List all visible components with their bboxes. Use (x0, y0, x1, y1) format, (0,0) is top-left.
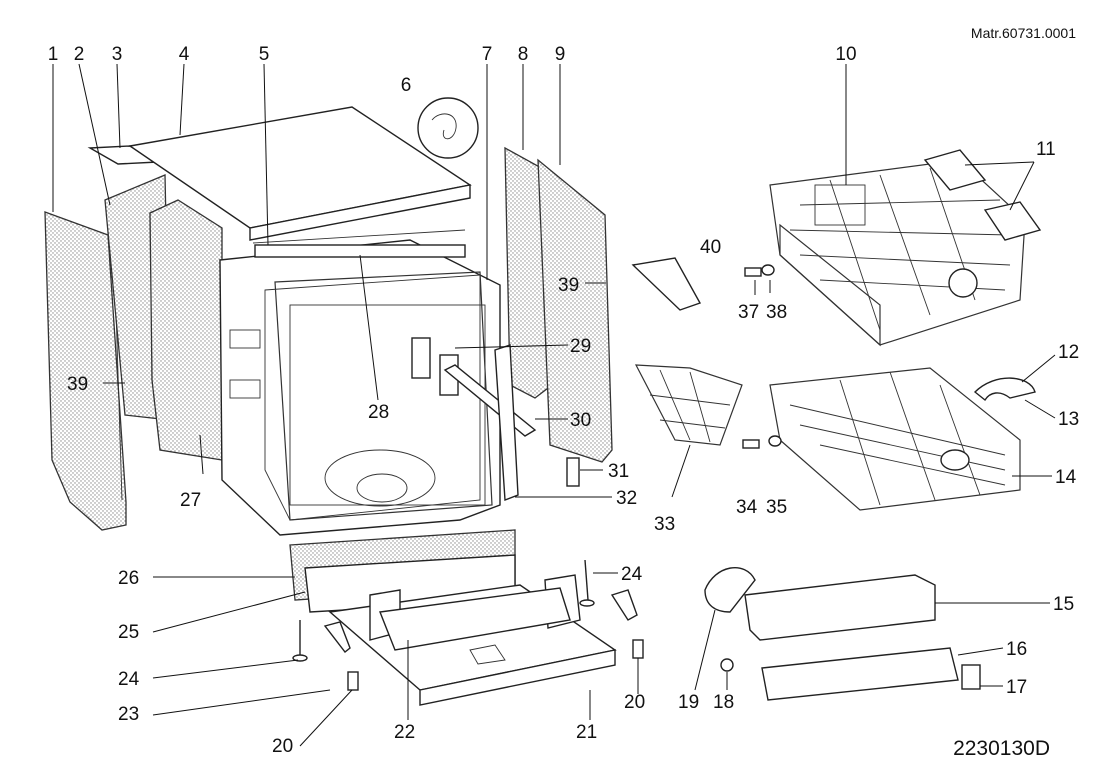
label-33: 33 (654, 514, 675, 535)
door-seal-7 (274, 271, 493, 521)
nut-18 (720, 658, 734, 672)
label-4: 4 (179, 44, 190, 65)
label-39-right: 39 (558, 275, 579, 296)
cup-rack-11 (923, 149, 1042, 241)
wheel-35 (768, 435, 782, 447)
cutlery-tray-40 (631, 257, 702, 311)
label-12: 12 (1058, 342, 1079, 363)
cutlery-basket-33 (634, 364, 743, 446)
material-number: Matr.60731.0001 (971, 25, 1076, 41)
label-31: 31 (608, 461, 629, 482)
label-32: 32 (616, 488, 637, 509)
handle-19 (704, 567, 756, 613)
label-24-left: 24 (118, 669, 140, 690)
foot-screw-24-right (579, 559, 595, 607)
rail-cover-15 (744, 574, 936, 641)
foot-20-left (347, 671, 359, 691)
label-27: 27 (180, 490, 201, 511)
worktop-4 (128, 106, 472, 241)
label-40: 40 (700, 237, 721, 258)
lower-basket-14 (769, 367, 1021, 511)
label-2: 2 (74, 44, 85, 65)
foot-20-right (632, 639, 644, 659)
label-35: 35 (766, 497, 787, 518)
label-21: 21 (576, 722, 597, 743)
label-20-right: 20 (624, 692, 645, 713)
drawing-code: 2230130D (953, 737, 1050, 760)
label-38: 38 (766, 302, 787, 323)
upper-basket-10 (769, 159, 1026, 347)
label-20-left: 20 (272, 736, 293, 757)
leader-lines (52, 63, 1056, 747)
side-panel-right-9 (537, 158, 613, 463)
label-9: 9 (555, 44, 566, 65)
label-10: 10 (835, 44, 856, 65)
label-8: 8 (518, 44, 529, 65)
label-29: 29 (570, 336, 591, 357)
label-19: 19 (678, 692, 699, 713)
label-26: 26 (118, 568, 139, 589)
label-24-right: 24 (621, 564, 643, 585)
label-23: 23 (118, 704, 139, 725)
bracket-23-left (323, 621, 351, 653)
label-1: 1 (48, 44, 59, 65)
label-14: 14 (1055, 467, 1077, 488)
label-11: 11 (1036, 139, 1056, 160)
label-18: 18 (713, 692, 734, 713)
label-16: 16 (1006, 639, 1027, 660)
wheel-38 (761, 264, 775, 276)
label-15: 15 (1053, 594, 1074, 615)
axle-37 (744, 267, 762, 277)
inner-door-22 (369, 574, 581, 651)
label-28: 28 (368, 402, 389, 423)
label-5: 5 (259, 44, 270, 65)
axle-34 (742, 439, 760, 449)
side-panel-left-outer (44, 211, 127, 531)
wheel-guard-12-13 (973, 377, 1036, 402)
tub-body (219, 229, 501, 536)
label-3: 3 (112, 44, 123, 65)
bracket-23-right (610, 589, 638, 621)
label-39-left: 39 (67, 374, 88, 395)
rail-16 (761, 647, 959, 701)
clip-31 (566, 457, 580, 487)
label-37: 37 (738, 302, 759, 323)
part-number-labels: 1 2 3 4 5 6 7 8 9 10 11 39 40 37 38 29 1… (48, 44, 1079, 757)
label-22: 22 (394, 722, 415, 743)
label-13: 13 (1058, 409, 1079, 430)
label-6: 6 (401, 75, 412, 96)
label-7: 7 (482, 44, 493, 65)
label-34: 34 (736, 497, 758, 518)
label-30: 30 (570, 410, 591, 431)
detail-circle-6 (417, 97, 479, 159)
label-17: 17 (1006, 677, 1027, 698)
insulation-panel-27 (149, 199, 223, 461)
foot-screw-24-left (292, 620, 308, 662)
valve-17 (961, 664, 981, 690)
label-25: 25 (118, 622, 139, 643)
